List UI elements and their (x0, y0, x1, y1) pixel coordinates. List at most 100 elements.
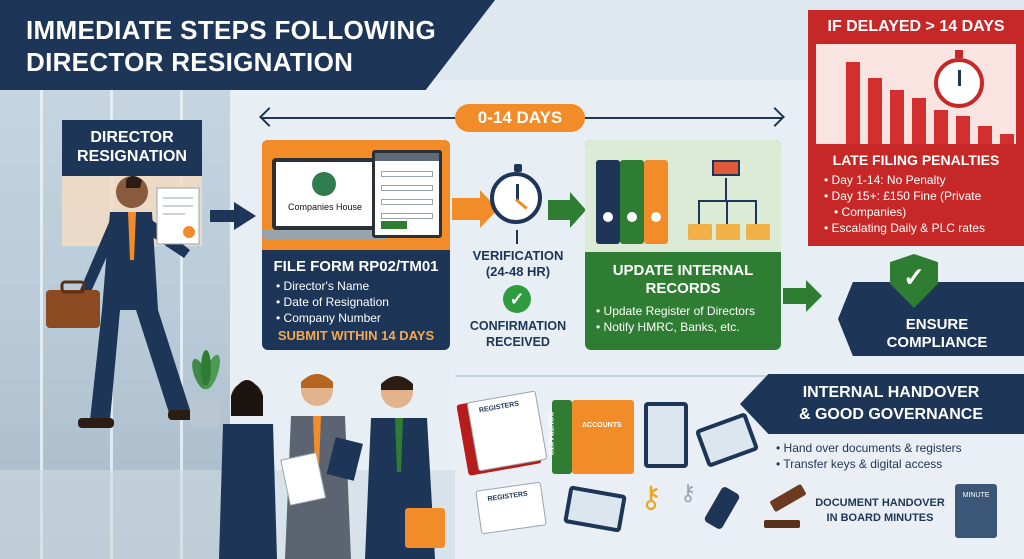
check-icon: ✓ (903, 262, 925, 292)
list-item: Director's Name (276, 278, 389, 294)
title-line-2: DIRECTOR RESIGNATION (26, 47, 354, 77)
handover-line-1: INTERNAL HANDOVER (802, 384, 980, 401)
keys-icon: ⚷ (640, 481, 662, 514)
arrow-right-icon (806, 280, 822, 312)
director-label-line-2: RESIGNATION (77, 148, 187, 165)
binder-icon (644, 160, 668, 244)
folder-icon (746, 224, 770, 240)
arrow-icon (234, 202, 256, 230)
confirmation-line-1: CONFIRMATION (469, 319, 567, 333)
verification-label: VERIFICATION (24-48 HR) (460, 248, 576, 280)
list-item: Escalating Daily & PLC rates (824, 220, 985, 236)
handover-banner (740, 374, 1024, 434)
org-chart-line (755, 200, 757, 224)
minutes-line-2: IN BOARD MINUTES (826, 512, 934, 524)
binder-icon: ACCOUNTS (572, 400, 634, 474)
verification-line-1: VERIFICATION (472, 248, 564, 263)
key-icon: ⚷ (680, 480, 697, 505)
list-item: Day 15+: £150 Fine (Private (824, 188, 985, 204)
submit-deadline-label: SUBMIT WITHIN 14 DAYS (277, 328, 435, 343)
registers-label: REGISTERS (478, 400, 520, 415)
confirmation-line-2: RECEIVED (486, 335, 550, 349)
companies-house-label: Companies House (287, 202, 363, 212)
file-form-bullet-list: Director's Name Date of Resignation Comp… (276, 278, 389, 326)
page-title: IMMEDIATE STEPS FOLLOWING DIRECTOR RESIG… (26, 14, 436, 78)
list-item: Date of Resignation (276, 294, 389, 310)
penalty-bar (978, 126, 992, 144)
ensure-line-1: ENSURE (905, 316, 969, 333)
resignation-letter-icon (156, 187, 200, 245)
penalty-bar (1000, 134, 1014, 144)
check-icon: ✓ (503, 285, 531, 313)
registers-label: REGISTERS (487, 490, 529, 504)
list-item: Company Number (276, 310, 389, 326)
ensure-line-2: COMPLIANCE (886, 334, 988, 351)
binder-icon (596, 160, 620, 244)
minutes-line-1: DOCUMENT HANDOVER (815, 497, 945, 509)
title-banner (0, 0, 495, 90)
registers-document-icon: REGISTERS (466, 390, 548, 472)
ensure-compliance-label: ENSURE COMPLIANCE (850, 316, 1024, 352)
org-chart-line (726, 200, 728, 224)
gavel-base (764, 520, 800, 528)
arrow-shaft (548, 200, 572, 220)
list-item: Hand over documents & registers (776, 440, 962, 456)
registers-paper-icon: REGISTERS (475, 481, 547, 535)
delay-header: IF DELAYED > 14 DAYS (827, 18, 1005, 35)
window-frame (180, 0, 183, 559)
contracts-label: CONTRACTS (546, 411, 554, 456)
update-title-line-2: RECORDS (645, 280, 721, 297)
tablet-icon (644, 402, 688, 468)
folder-icon (716, 224, 740, 240)
handover-line-2: & GOOD GOVERNANCE (798, 406, 983, 423)
list-item: Companies) (824, 204, 985, 220)
penalty-bullet-list: Day 1-14: No Penalty Day 15+: £150 Fine … (824, 172, 985, 236)
list-item: Update Register of Directors (596, 303, 755, 319)
stopwatch-icon (490, 164, 542, 224)
team-discussion-illustration (219, 374, 445, 559)
verification-line-2: (24-48 HR) (485, 264, 551, 279)
penalty-bar (912, 98, 926, 144)
penalty-bar (934, 110, 948, 144)
window-frame (40, 0, 43, 559)
update-records-title: UPDATE INTERNAL RECORDS (585, 262, 781, 298)
minute-book-label: MINUTE (962, 492, 990, 499)
minute-book-icon: MINUTE (955, 484, 997, 538)
stopwatch-icon (934, 50, 984, 108)
director-resignation-label: DIRECTOR RESIGNATION (62, 120, 202, 176)
plant-icon (192, 350, 220, 390)
arrow-right-icon (570, 192, 586, 228)
binder-icon (620, 160, 644, 244)
penalty-bar (890, 90, 904, 144)
confirmation-label: CONFIRMATION RECEIVED (455, 318, 581, 350)
laptop-icon: Companies House (272, 158, 378, 230)
plant-pot (190, 398, 220, 428)
file-form-title: FILE FORM RP02/TM01 (273, 258, 439, 275)
arrow-shaft (452, 198, 482, 220)
late-filing-title: LATE FILING PENALTIES (832, 152, 1000, 168)
org-chart-line (725, 178, 727, 200)
title-line-1: IMMEDIATE STEPS FOLLOWING (26, 15, 437, 45)
update-title-line-1: UPDATE INTERNAL (612, 262, 754, 279)
board-minutes-label: DOCUMENT HANDOVER IN BOARD MINUTES (808, 496, 952, 526)
online-form-icon (372, 150, 442, 238)
penalty-bar (868, 78, 882, 144)
penalty-bar-illustration (816, 44, 1016, 144)
accounts-label: ACCOUNTS (582, 422, 622, 429)
arrow-shaft (210, 210, 236, 222)
handover-title: INTERNAL HANDOVER & GOOD GOVERNANCE (758, 382, 1024, 426)
list-item: Day 1-14: No Penalty (824, 172, 985, 188)
director-label-line-1: DIRECTOR (90, 129, 174, 146)
update-records-bullet-list: Update Register of Directors Notify HMRC… (596, 303, 755, 335)
handover-bullet-list: Hand over documents & registers Transfer… (776, 440, 962, 472)
binder-icon (552, 400, 572, 474)
folder-icon (688, 224, 712, 240)
connector-line (516, 230, 518, 244)
penalty-bar (956, 116, 970, 144)
companies-house-logo-icon (312, 172, 336, 196)
list-item: Transfer keys & digital access (776, 456, 962, 472)
penalty-bar (846, 62, 860, 144)
org-chart-line (698, 200, 700, 224)
list-item: Notify HMRC, Banks, etc. (596, 319, 755, 335)
org-chart-icon (712, 160, 740, 176)
